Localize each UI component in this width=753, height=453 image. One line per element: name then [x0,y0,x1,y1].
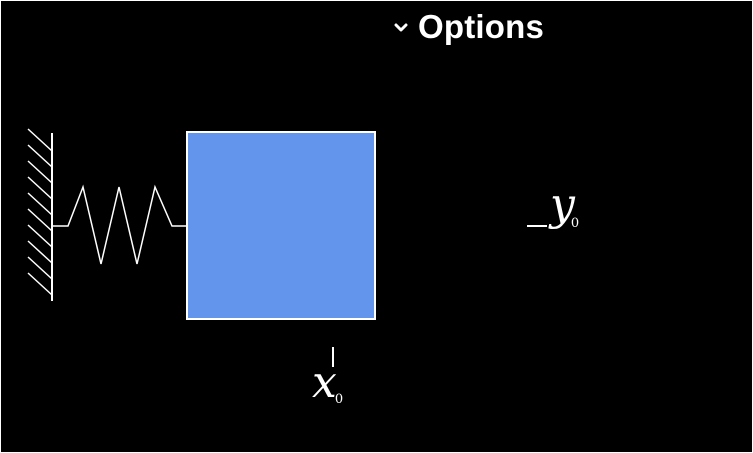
y0-label: y0 [550,179,583,231]
spring [52,184,187,265]
y0-label-sub: 0 [570,216,580,231]
options-label: Options [418,8,545,45]
x0-label-sub: 0 [334,392,344,407]
x0-label-var: x [312,357,337,408]
wall-hatching [27,128,53,296]
wall [27,128,53,301]
y0-label-var: y [550,179,575,230]
mass-block[interactable] [186,131,376,320]
x0-label: x0 [312,357,345,408]
chevron-down-icon [394,23,408,32]
options-toggle[interactable]: Options [394,7,544,47]
